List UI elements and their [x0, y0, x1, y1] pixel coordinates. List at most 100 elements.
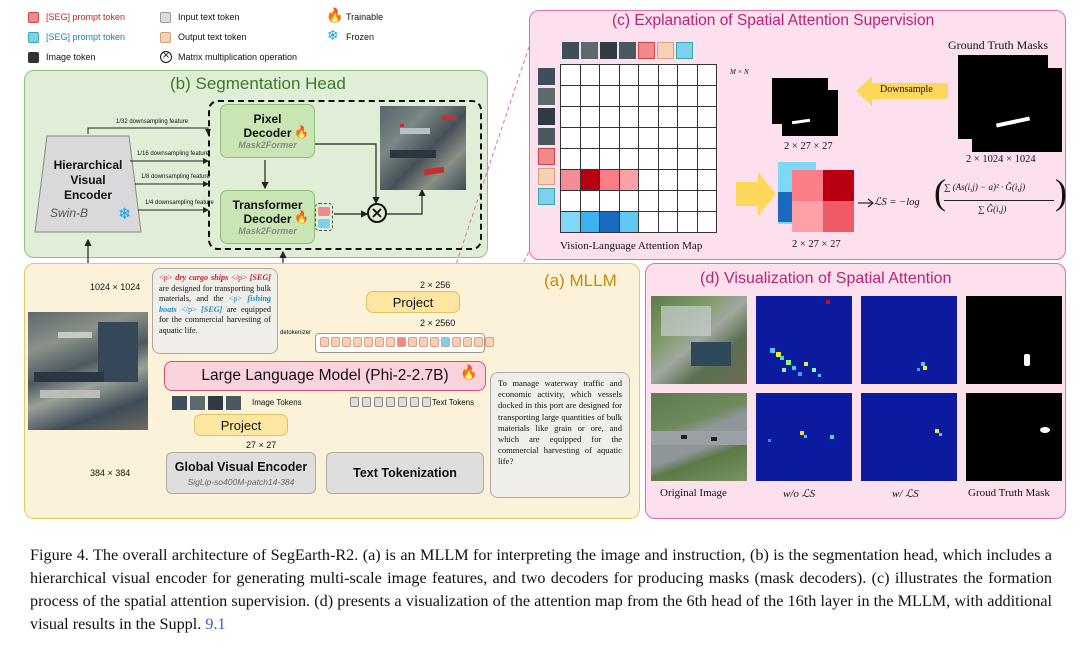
- attention-spot: [923, 366, 927, 370]
- legend-output-text: Output text token: [178, 32, 247, 42]
- output-token: [353, 337, 362, 347]
- matmul-op-icon: ×: [367, 203, 387, 223]
- attention-cell: [579, 169, 600, 191]
- feat1-label: 1/32 downsampling feature: [116, 119, 189, 125]
- attention-cell: [696, 211, 717, 233]
- dim-c-label: 2 × 27 × 27: [792, 239, 841, 250]
- encoder-frozen-icon: ❄: [118, 204, 132, 223]
- loss-fraction-bar: [944, 200, 1054, 201]
- panel-d-title: (d) Visualization of Spatial Attention: [700, 270, 952, 287]
- attention-cell: [560, 169, 581, 191]
- left-token-strip: [538, 68, 555, 205]
- gt-masks-label: Ground Truth Masks: [948, 38, 1049, 52]
- attention-spot: [782, 368, 786, 372]
- attention-cell: [560, 64, 581, 86]
- attention-map-label: Vision-Language Attention Map: [560, 240, 703, 252]
- transformer-decoder-box: Transformer Decoder Mask2Former: [220, 190, 315, 244]
- legend-seg-red: [SEG] prompt token: [46, 12, 126, 22]
- seg-token-blue: [318, 219, 330, 228]
- attention-spot: [770, 348, 775, 353]
- legend-input-text: Input text token: [178, 12, 240, 22]
- attention-cell: [599, 169, 620, 191]
- output-token: [375, 337, 384, 347]
- attention-cell: [599, 64, 620, 86]
- attention-cell: [560, 106, 581, 128]
- attention-cell: [657, 169, 678, 191]
- attention-cell: [579, 106, 600, 128]
- attention-cell: [599, 106, 620, 128]
- dim-a-label: 2 × 27 × 27: [784, 141, 833, 152]
- attention-spot: [917, 368, 920, 371]
- loss-lhs: ℒS = −log: [874, 197, 920, 208]
- col2-label: w/o ℒS: [783, 488, 816, 500]
- attention-cell: [657, 190, 678, 212]
- attention-cell: [579, 85, 600, 107]
- loss-paren-left: (: [934, 172, 946, 212]
- project-top-box: Project: [366, 291, 460, 313]
- pixel-decoder-box: Pixel Decoder Mask2Former: [220, 104, 315, 158]
- llm-flame-icon: 🔥: [460, 366, 478, 381]
- attention-cell: [618, 85, 639, 107]
- attention-cell: [618, 106, 639, 128]
- col1-label: Original Image: [660, 487, 727, 499]
- attention-cell: [657, 148, 678, 170]
- attention-cell: [638, 148, 659, 170]
- project-bottom-box: Project: [194, 414, 288, 436]
- legend-trainable: Trainable: [346, 12, 384, 22]
- original-image-1: [651, 296, 747, 384]
- attention-cell: [677, 85, 698, 107]
- input-text-swatch: [160, 12, 171, 23]
- transformer-decoder-flame-icon: 🔥: [294, 210, 309, 224]
- attention-cell: [618, 169, 639, 191]
- attention-cell: [579, 127, 600, 149]
- attention-spot: [800, 431, 804, 435]
- output-token: [320, 337, 329, 347]
- attention-spot: [804, 362, 808, 366]
- input-satellite-image: [28, 312, 148, 430]
- segmentation-head-title: (b) Segmentation Head: [170, 74, 346, 93]
- attention-cell: [599, 190, 620, 212]
- loss-denominator: ∑ Ĝ(i,j): [978, 204, 1007, 214]
- output-token: [485, 337, 494, 347]
- seg-blue-swatch: [28, 32, 39, 43]
- output-token: [408, 337, 417, 347]
- attention-spot: [798, 372, 802, 376]
- attention-cell: [599, 127, 620, 149]
- attention-cell: [677, 148, 698, 170]
- heatmap-front: [792, 170, 854, 232]
- attention-cell: [560, 190, 581, 212]
- seg-token-stack: [315, 203, 333, 231]
- feat3-label: 1/8 downsampling feature: [141, 174, 210, 180]
- attention-grid: [560, 64, 720, 234]
- legend-matmul: Matrix multiplication operation: [178, 52, 298, 62]
- output-token: [331, 337, 340, 347]
- loss-paren-right: ): [1055, 172, 1067, 212]
- input-text-bubble: To manage waterway traffic and economic …: [490, 372, 630, 498]
- gt-mask-2: [972, 68, 1062, 152]
- attention-cell: [638, 106, 659, 128]
- attention-cell: [696, 106, 717, 128]
- mxn-label: M × N: [730, 68, 749, 76]
- output-token: [463, 337, 472, 347]
- legend-seg-blue: [SEG] prompt token: [46, 32, 126, 42]
- attention-cell: [579, 211, 600, 233]
- loss-numerator: ∑ (As(i,j) − a)² · Ĝ(i,j): [944, 182, 1026, 192]
- attention-wo-ls-1: [756, 296, 852, 384]
- attention-cell: [696, 169, 717, 191]
- feat4-label: 1/4 downsampling feature: [145, 200, 214, 206]
- yellow-arrow-icon: [736, 172, 776, 216]
- small-mask-2: [782, 90, 838, 136]
- attention-spot: [768, 439, 771, 442]
- attention-cell: [638, 85, 659, 107]
- detokenizer-label: detokenizer: [280, 330, 312, 336]
- input-token: [374, 397, 383, 407]
- figure-caption: Figure 4. The overall architecture of Se…: [30, 546, 1052, 633]
- attention-cell: [599, 211, 620, 233]
- attention-spot: [776, 352, 781, 357]
- attention-cell: [638, 64, 659, 86]
- downsample-arrow-icon: [856, 76, 948, 106]
- output-token: [419, 337, 428, 347]
- dim-1024-label: 1024 × 1024: [90, 282, 141, 292]
- mask-decoder-group: [208, 100, 482, 250]
